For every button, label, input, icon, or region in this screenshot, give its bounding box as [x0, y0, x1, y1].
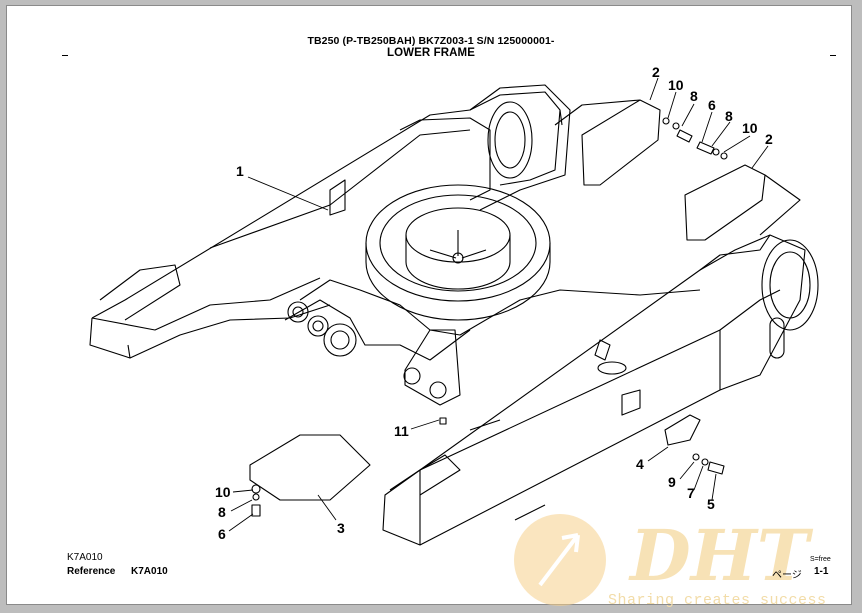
callout-2: 2	[652, 64, 660, 80]
callout-numbers: 1 2 10 8 6 8 10 2 11 4 9 7 5 3 10 8 6	[215, 64, 773, 542]
callout-8: 8	[690, 88, 698, 104]
page-label: ページ	[772, 570, 802, 581]
cover-plates	[249, 99, 801, 501]
drawing-sheet	[6, 5, 852, 605]
drawing-title: LOWER FRAME	[387, 47, 475, 59]
callout-10: 10	[668, 77, 684, 93]
callout-5: 5	[707, 496, 715, 512]
callout-4: 4	[636, 456, 644, 472]
callout-1: 1	[236, 163, 244, 179]
scale-note: S=free	[810, 556, 831, 563]
watermark-logo-text: DHT	[628, 514, 814, 597]
reference-label: Reference	[67, 566, 116, 577]
callout-7: 7	[687, 485, 695, 501]
callout-9: 9	[668, 474, 676, 490]
watermark-slogan: Sharing creates success	[608, 592, 827, 609]
callout-8c: 8	[218, 504, 226, 520]
callout-8b: 8	[725, 108, 733, 124]
callout-6c: 6	[218, 526, 226, 542]
callout-11: 11	[394, 423, 409, 439]
frame-body	[89, 84, 819, 546]
drawing-code: K7A010	[67, 552, 103, 563]
left-margin-mark	[62, 55, 68, 56]
fasteners	[251, 117, 728, 517]
right-margin-mark	[830, 55, 836, 56]
callout-3: 3	[337, 520, 345, 536]
page-number: 1-1	[814, 566, 829, 577]
callout-2b: 2	[765, 131, 773, 147]
callout-10b: 10	[742, 120, 758, 136]
dht-logo-watermark: DHT	[514, 514, 814, 606]
callout-6: 6	[708, 97, 716, 113]
reference-code: K7A010	[131, 566, 168, 577]
callout-10c: 10	[215, 484, 231, 500]
model-serial-line: TB250 (P-TB250BAH) BK7Z003-1 S/N 1250000…	[307, 35, 555, 47]
leader-lines	[228, 77, 769, 532]
